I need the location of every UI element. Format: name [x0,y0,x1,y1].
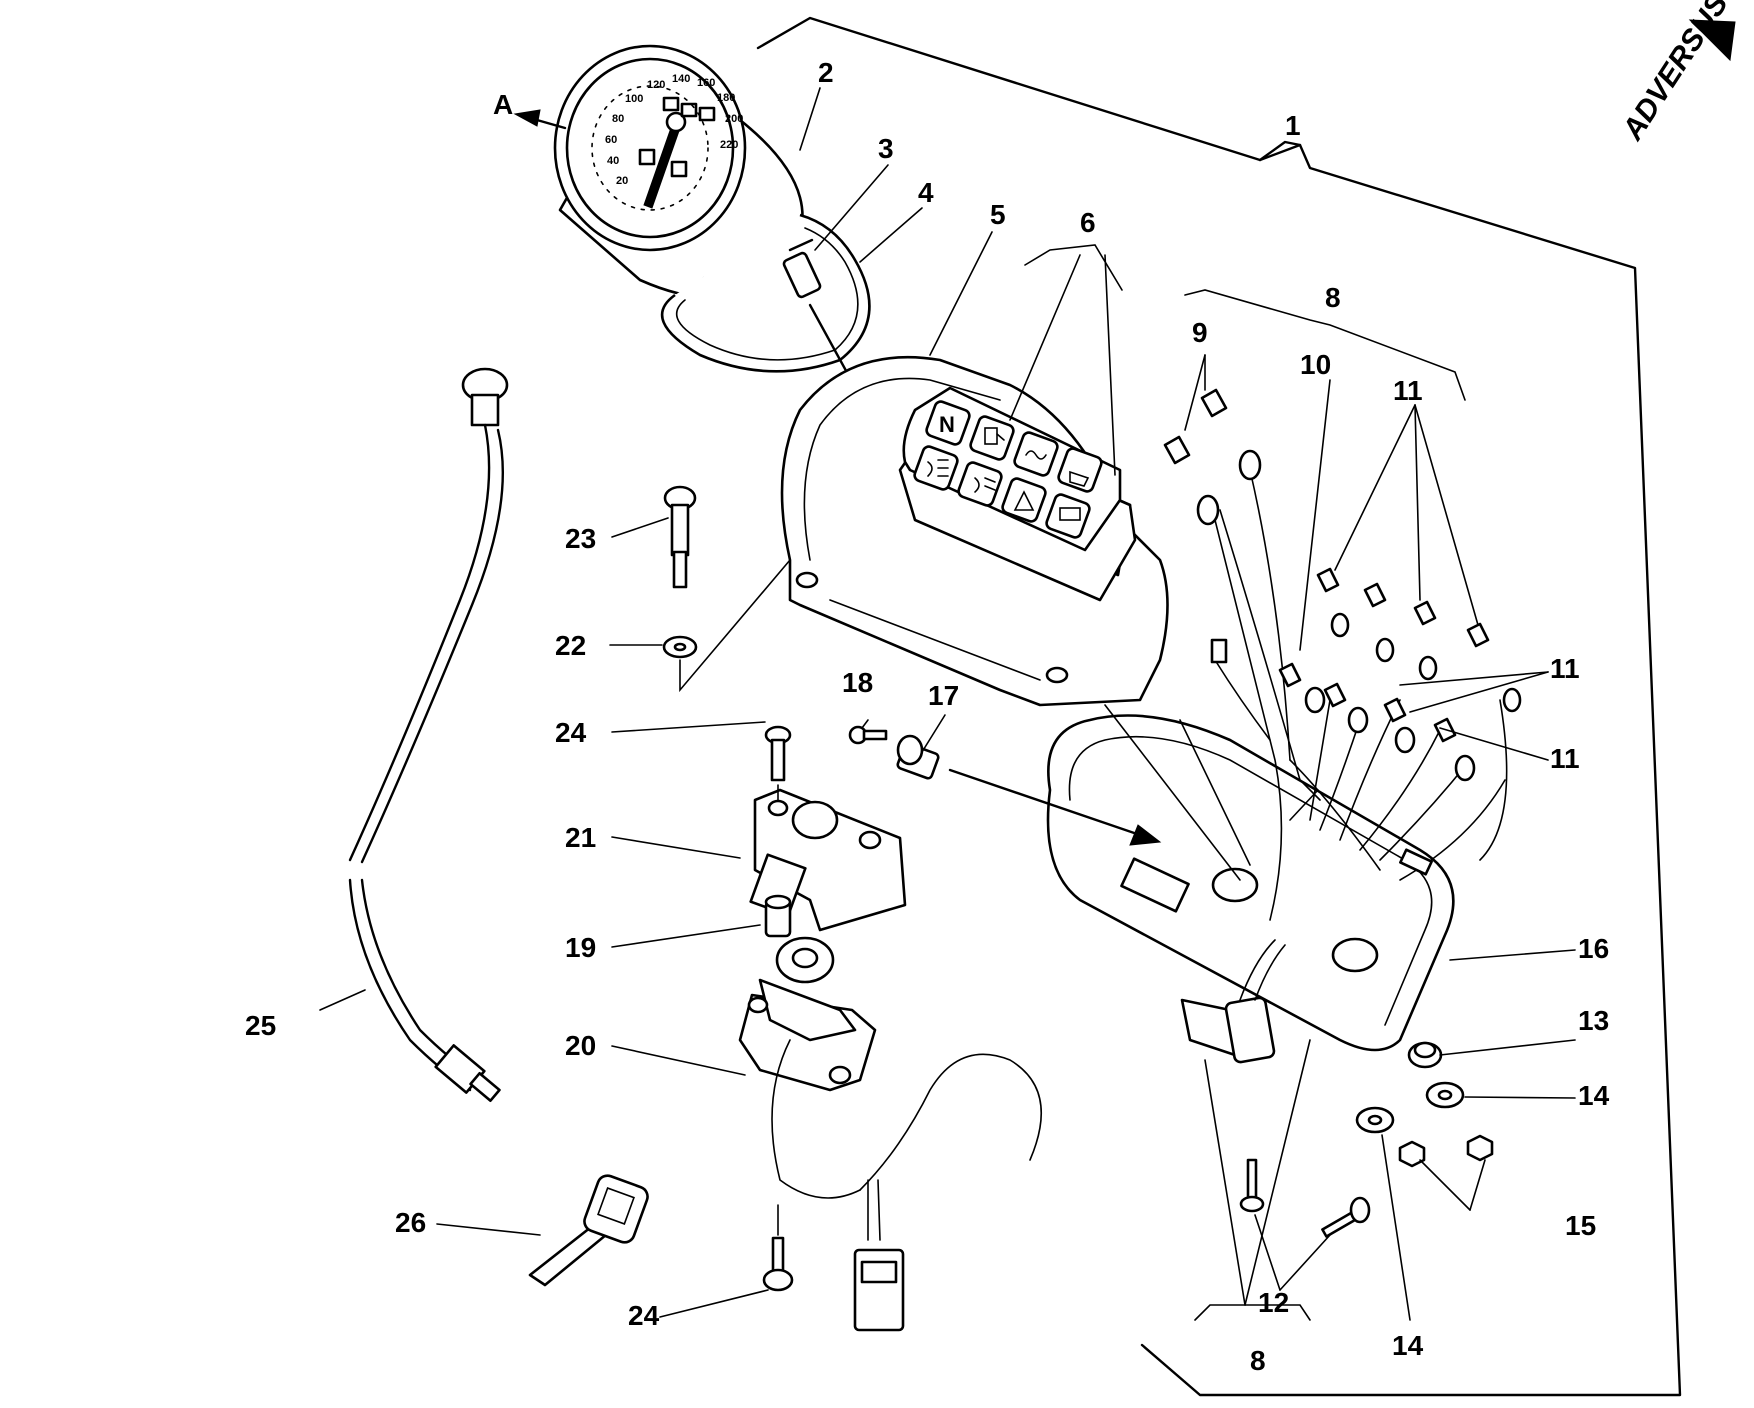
oil-wave-icon [1025,450,1047,460]
dial-number: 120 [647,79,665,91]
ignition-connector [853,1179,905,1332]
oil-can-icon [1069,470,1090,487]
ignition-bracket [749,788,907,932]
high-beam-icon [927,459,949,477]
callout-18: 18 [842,667,873,698]
grommet-13 [1407,1041,1443,1069]
callout-11-top: 11 [1393,375,1423,406]
ignition-key [528,1174,649,1287]
nut-15-left [1398,1140,1426,1168]
callout-17: 17 [928,680,959,711]
dial-number: 220 [720,139,738,151]
callout-11-low: 11 [1550,743,1580,774]
callout-19: 19 [565,932,596,963]
dial-number: 180 [717,92,735,104]
wiring-harness [1163,388,1522,921]
callout-12: 12 [1258,1287,1289,1318]
dial-number: 20 [616,175,628,187]
logo-text: ADVERSUS [1616,0,1735,147]
callout-labels: 1 2 3 4 5 6 8 9 10 11 11 11 16 13 14 15 … [245,57,1610,1376]
callout-20: 20 [565,1030,596,1061]
callout-21: 21 [565,822,596,853]
nut-15-right [1466,1134,1494,1162]
harness-connector-bracket [1180,939,1286,1064]
dial-number: 140 [672,73,690,85]
washer-14-right [1425,1081,1465,1109]
callout-5: 5 [990,199,1006,230]
callout-23: 23 [565,523,596,554]
washer-14-left [1355,1106,1395,1134]
low-beam-icon [974,477,996,493]
callout-4: 4 [918,177,934,208]
dial-number: 200 [725,113,743,125]
callout-8-top: 8 [1325,282,1341,313]
screw-12 [1239,1158,1265,1213]
speedometer-gauge: 20 40 60 80 100 120 140 160 180 200 220 [553,44,804,300]
callout-1: 1 [1285,110,1301,141]
group-1-bracket [756,16,1682,1397]
insertion-arrow [948,768,1162,846]
neutral-indicator-label: N [939,412,955,437]
hazard-icon [1013,490,1035,511]
callout-24-top: 24 [555,717,587,748]
callout-15: 15 [1565,1210,1596,1241]
callout-25: 25 [245,1010,276,1041]
screw-24-bottom [762,1236,794,1292]
callout-6: 6 [1080,207,1096,238]
dial-number: 100 [625,93,643,105]
callout-2: 2 [818,57,834,88]
ignition-switch [738,936,1042,1199]
instrument-housing [1046,714,1455,1052]
dial-number: 60 [605,134,617,146]
dial-number: 160 [697,77,715,89]
screw-24-top [764,725,792,782]
callout-3: 3 [878,133,894,164]
callout-26: 26 [395,1207,426,1238]
callout-24-bottom: 24 [628,1300,660,1331]
callout-16: 16 [1578,933,1609,964]
callout-14-right: 14 [1578,1080,1610,1111]
leader-lines [319,87,1576,1321]
callout-11-mid: 11 [1550,653,1580,684]
spacer-19 [764,894,792,938]
washer-22 [662,635,698,659]
callout-10: 10 [1300,349,1331,380]
brand-logo: ADVERSUS [1616,0,1736,147]
warning-light-panel: N [898,386,1137,602]
callout-22: 22 [555,630,586,661]
direction-label: A [493,89,513,120]
screw-18 [848,725,888,745]
fuel-icon [984,427,1005,445]
screw-23 [663,485,697,589]
callout-8-bottom: 8 [1250,1345,1266,1376]
view-direction-arrow: A [493,89,567,130]
bulb-17 [896,734,940,780]
dial-number: 80 [612,113,624,125]
dial-number: 40 [607,155,619,167]
callout-14-bottom: 14 [1392,1330,1424,1361]
bulb-socket [782,238,852,380]
battery-icon [1059,507,1081,521]
screw-12-b [1321,1196,1371,1238]
callout-13: 13 [1578,1005,1609,1036]
callout-9: 9 [1192,317,1208,348]
speedometer-cable [348,367,509,1103]
